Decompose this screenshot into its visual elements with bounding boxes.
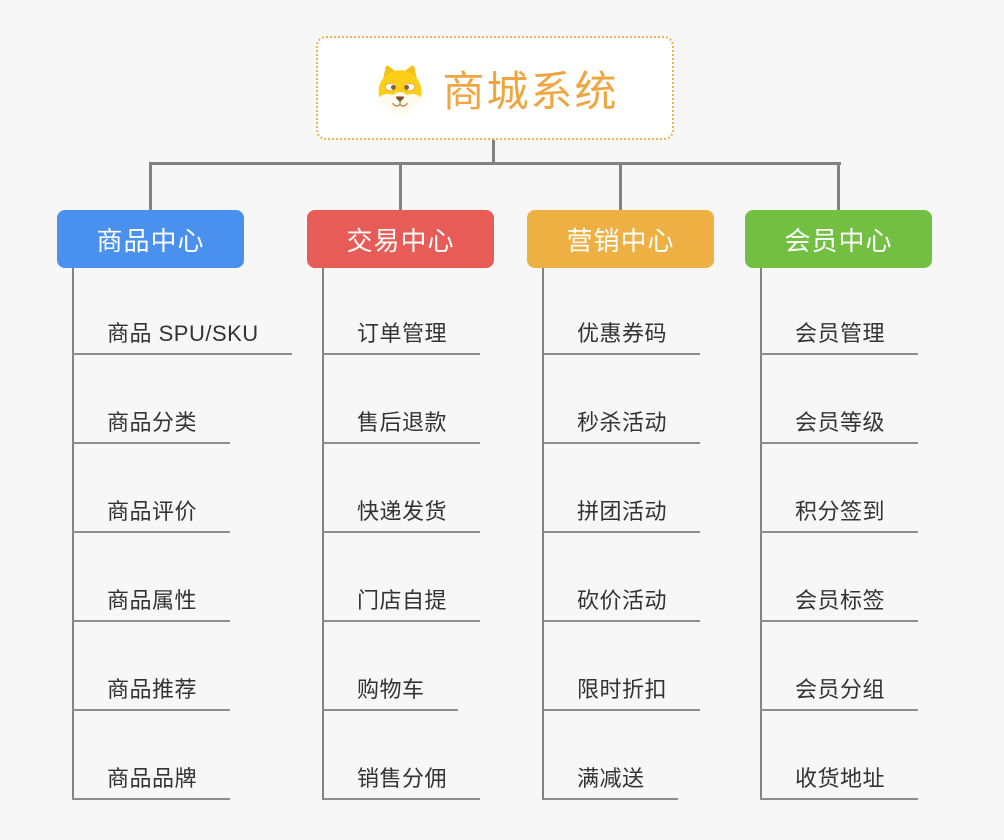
child-node[interactable]: 商品品牌 [72, 711, 231, 800]
child-node[interactable]: 订单管理 [322, 266, 481, 355]
child-node[interactable]: 销售分佣 [322, 711, 481, 800]
child-list-member-center: 会员管理会员等级积分签到会员标签会员分组收货地址 [760, 266, 919, 800]
child-node[interactable]: 商品属性 [72, 533, 231, 622]
child-node[interactable]: 会员分组 [760, 622, 919, 711]
child-list-marketing-center: 优惠券码秒杀活动拼团活动砍价活动限时折扣满减送 [542, 266, 701, 800]
connector-column-product-center [72, 268, 74, 800]
root-node[interactable]: 商城系统 [316, 36, 674, 140]
branch-node-label: 营销中心 [566, 225, 675, 256]
connector-column-marketing-center [542, 268, 544, 800]
child-node[interactable]: 售后退款 [322, 355, 481, 444]
child-node[interactable]: 商品推荐 [72, 622, 231, 711]
branch-node-member-center[interactable]: 会员中心 [745, 210, 932, 268]
child-node[interactable]: 商品评价 [72, 444, 231, 533]
child-node[interactable]: 秒杀活动 [542, 355, 701, 444]
child-node[interactable]: 优惠券码 [542, 266, 701, 355]
child-node[interactable]: 购物车 [322, 622, 458, 711]
child-node[interactable]: 限时折扣 [542, 622, 701, 711]
branch-node-product-center[interactable]: 商品中心 [57, 210, 244, 268]
dog-face-icon [371, 62, 429, 114]
connector-drop-trade-center [399, 162, 402, 211]
connector-rail [149, 162, 841, 165]
child-node[interactable]: 门店自提 [322, 533, 481, 622]
root-node-label: 商城系统 [442, 67, 619, 115]
child-node[interactable]: 砍价活动 [542, 533, 701, 622]
child-node[interactable]: 会员标签 [760, 533, 919, 622]
child-node[interactable]: 收货地址 [760, 711, 919, 800]
branch-node-label: 会员中心 [784, 225, 893, 256]
connector-drop-product-center [149, 162, 152, 211]
child-node[interactable]: 商品分类 [72, 355, 231, 444]
branch-node-trade-center[interactable]: 交易中心 [307, 210, 494, 268]
child-node[interactable]: 商品 SPU/SKU [72, 266, 292, 355]
connector-drop-marketing-center [619, 162, 622, 211]
connector-drop-member-center [837, 162, 840, 211]
branch-node-label: 商品中心 [96, 225, 205, 256]
child-node[interactable]: 拼团活动 [542, 444, 701, 533]
connector-column-trade-center [322, 268, 324, 800]
branch-node-marketing-center[interactable]: 营销中心 [527, 210, 714, 268]
child-node[interactable]: 积分签到 [760, 444, 919, 533]
child-list-trade-center: 订单管理售后退款快递发货门店自提购物车销售分佣 [322, 266, 481, 800]
connector-root-stem [492, 140, 495, 164]
connector-column-member-center [760, 268, 762, 800]
child-node[interactable]: 会员管理 [760, 266, 919, 355]
child-node[interactable]: 快递发货 [322, 444, 481, 533]
child-node[interactable]: 满减送 [542, 711, 678, 800]
child-node[interactable]: 会员等级 [760, 355, 919, 444]
branch-node-label: 交易中心 [346, 225, 455, 256]
